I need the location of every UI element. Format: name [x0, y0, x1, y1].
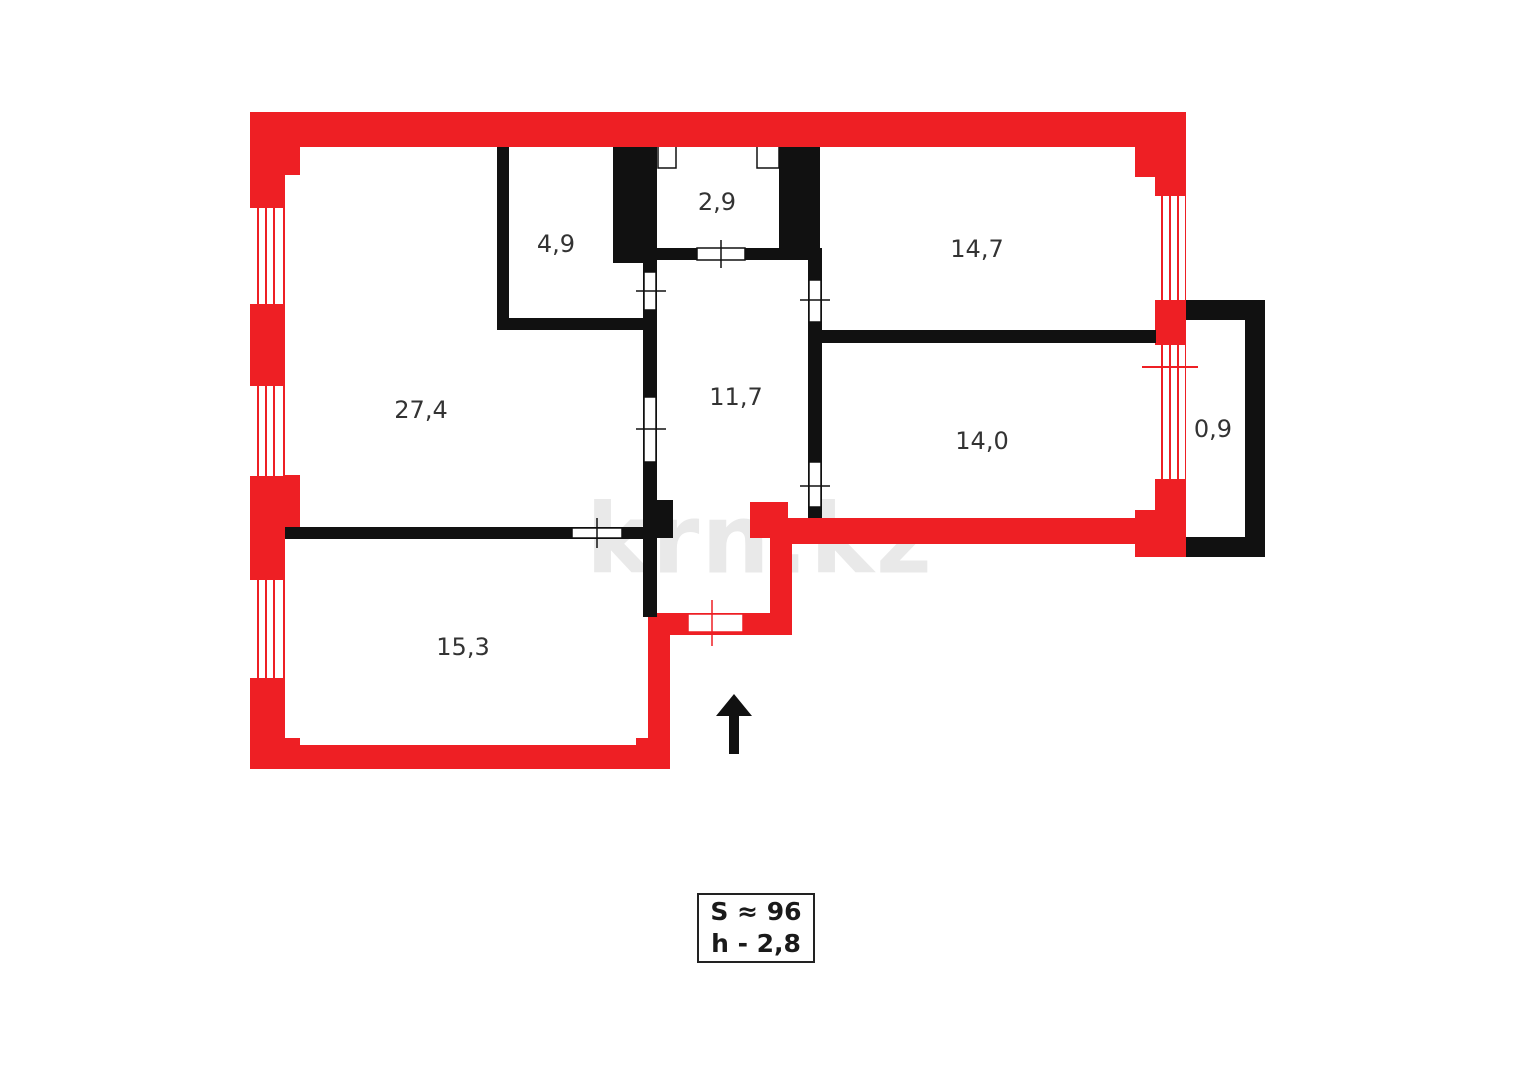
windows	[250, 196, 1198, 678]
door-bedroom-north	[800, 279, 830, 323]
doors	[571, 147, 830, 646]
door-kitchen	[571, 518, 623, 548]
door-pantry	[636, 271, 666, 311]
total-area: S ≈ 96	[710, 897, 802, 926]
room-label-kitchen: 15,3	[436, 633, 489, 661]
room-label-bedroom-north: 14,7	[950, 235, 1003, 263]
window-living-lower	[250, 386, 283, 476]
area-summary-box: S ≈ 96 h - 2,8	[697, 893, 815, 963]
interior-walls	[285, 147, 1265, 617]
room-label-hallway: 11,7	[709, 383, 762, 411]
window-kitchen	[250, 580, 283, 678]
bathroom-fixtures	[657, 147, 780, 169]
room-label-bathroom: 2,9	[698, 188, 736, 216]
exterior-walls	[250, 112, 1186, 769]
window-bedroom-south	[1142, 345, 1198, 479]
window-bedroom-north	[1155, 196, 1185, 300]
room-label-balcony: 0,9	[1194, 415, 1232, 443]
room-label-pantry: 4,9	[537, 230, 575, 258]
door-entrance	[687, 600, 744, 646]
room-label-bedroom-south: 14,0	[955, 427, 1008, 455]
ceiling-height: h - 2,8	[711, 929, 801, 958]
room-label-living: 27,4	[394, 396, 447, 424]
door-living	[636, 396, 666, 463]
door-bathroom	[696, 240, 746, 268]
door-bedroom-south	[800, 461, 830, 508]
window-living-upper	[250, 208, 283, 304]
arrow-up-icon	[716, 694, 752, 754]
